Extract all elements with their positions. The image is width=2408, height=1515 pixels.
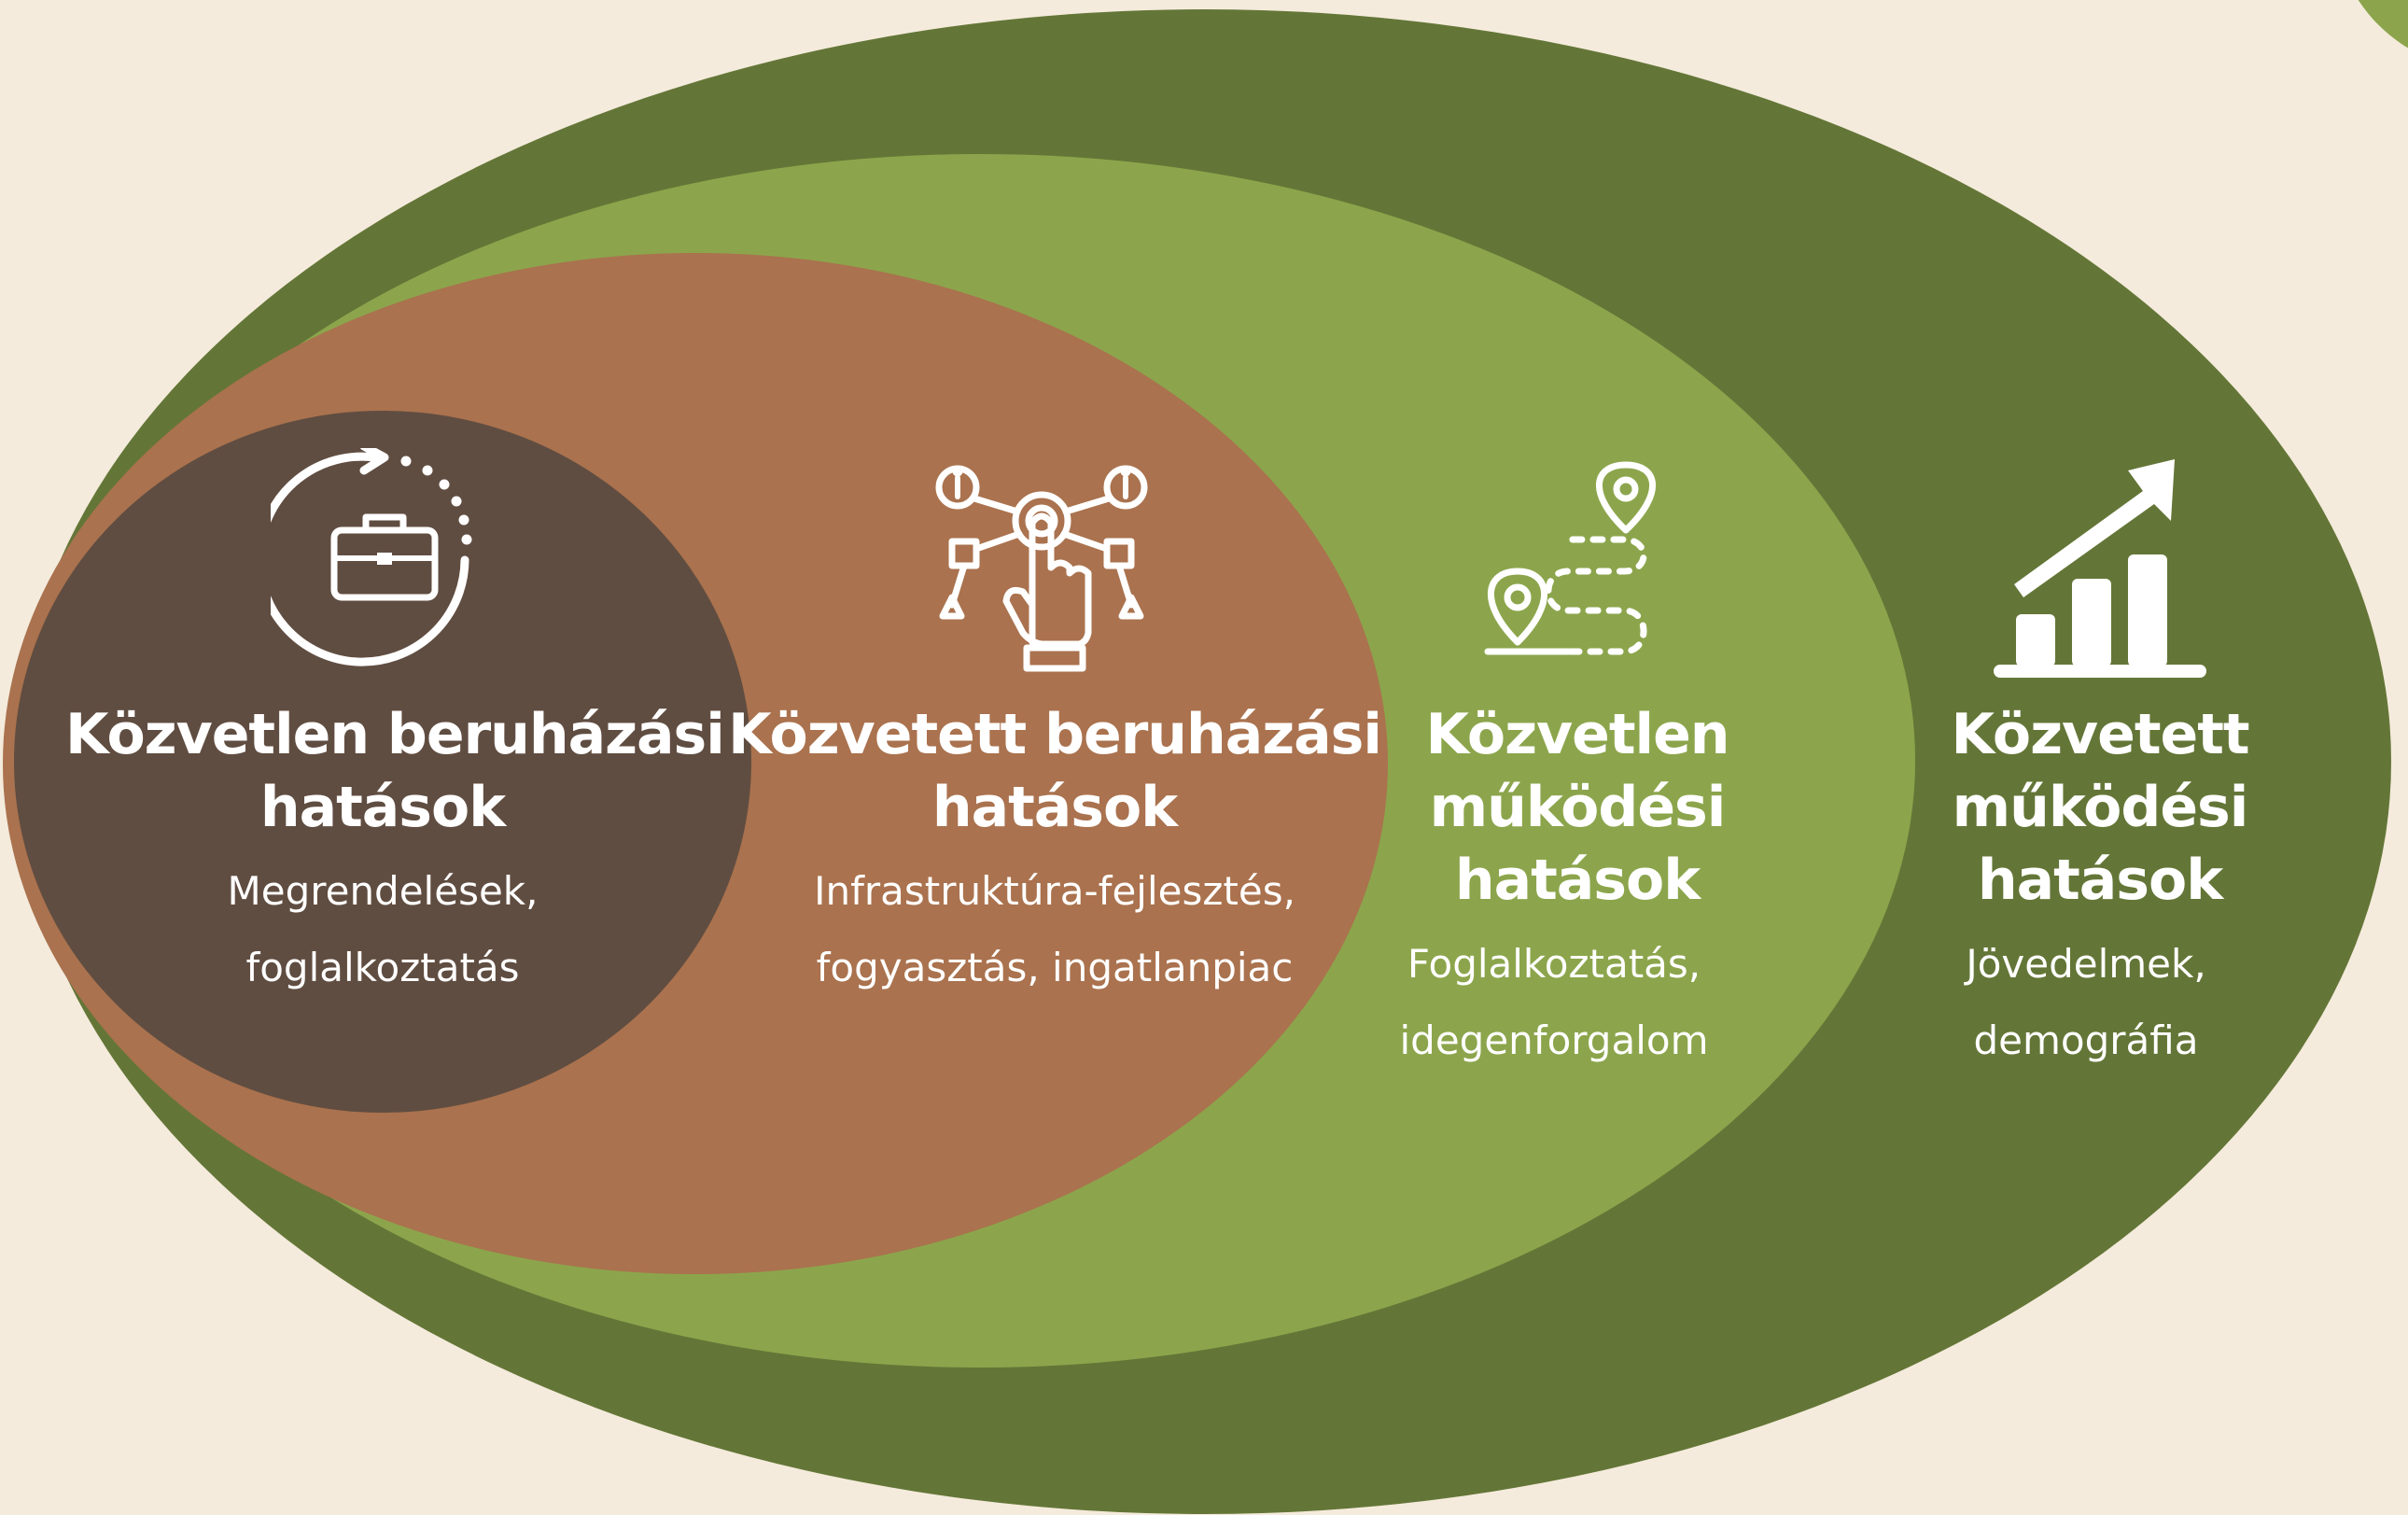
title-line: Közvetett xyxy=(1951,702,2249,767)
layer-indirect-operational: Közvetett működési hatások Jövedelmek, d… xyxy=(1876,698,2324,1079)
layer-direct-operational: Közvetlen működési hatások Foglalkoztatá… xyxy=(1353,698,1801,1079)
description-line: Megrendelések, xyxy=(227,868,539,914)
layer-description: Infrastruktúra-fejlesztés, fogyasztás, i… xyxy=(719,853,1391,1006)
corner-accent-circle xyxy=(2358,0,2408,49)
layer-title: Közvetett beruházási hatások xyxy=(719,698,1391,844)
layer-indirect-investment: Közvetett beruházási hatások Infrastrukt… xyxy=(719,698,1391,1006)
description-line: Infrastruktúra-fejlesztés, xyxy=(814,868,1295,914)
description-line: foglalkoztatás xyxy=(245,945,520,990)
route-map-pin-icon xyxy=(1475,457,1680,672)
growth-chart-arrow-icon xyxy=(1988,457,2212,681)
description-line: demográfia xyxy=(1973,1017,2199,1063)
title-line: működési xyxy=(1429,775,1727,840)
layer-title: Közvetlen működési hatások xyxy=(1353,698,1801,917)
title-line: Közvetlen beruházási xyxy=(65,702,725,767)
briefcase-cycle-icon xyxy=(271,448,495,672)
description-line: Foglalkoztatás, xyxy=(1407,941,1701,987)
layer-title: Közvetett működési hatások xyxy=(1876,698,2324,917)
title-line: hatások xyxy=(1977,848,2223,913)
touch-network-icon xyxy=(930,456,1154,680)
layer-direct-investment: Közvetlen beruházási hatások Megrendelés… xyxy=(65,698,725,1006)
layer-description: Foglalkoztatás, idegenforgalom xyxy=(1307,926,1801,1079)
description-line: idegenforgalom xyxy=(1399,1017,1709,1063)
title-line: működési xyxy=(1952,775,2249,840)
core-direct-investment xyxy=(14,411,751,1113)
title-line: hatások xyxy=(931,775,1178,840)
title-line: hatások xyxy=(259,775,506,840)
title-line: hatások xyxy=(1454,848,1701,913)
description-line: fogyasztás, ingatlanpiac xyxy=(816,945,1294,990)
layer-title: Közvetlen beruházási hatások xyxy=(65,698,725,844)
title-line: Közvetlen xyxy=(1425,702,1729,767)
description-line: Jövedelmek, xyxy=(1966,941,2206,987)
layer-description: Megrendelések, foglalkoztatás xyxy=(65,853,700,1006)
title-line: Közvetett beruházási xyxy=(728,702,1382,767)
layer-description: Jövedelmek, demográfia xyxy=(1848,926,2324,1079)
